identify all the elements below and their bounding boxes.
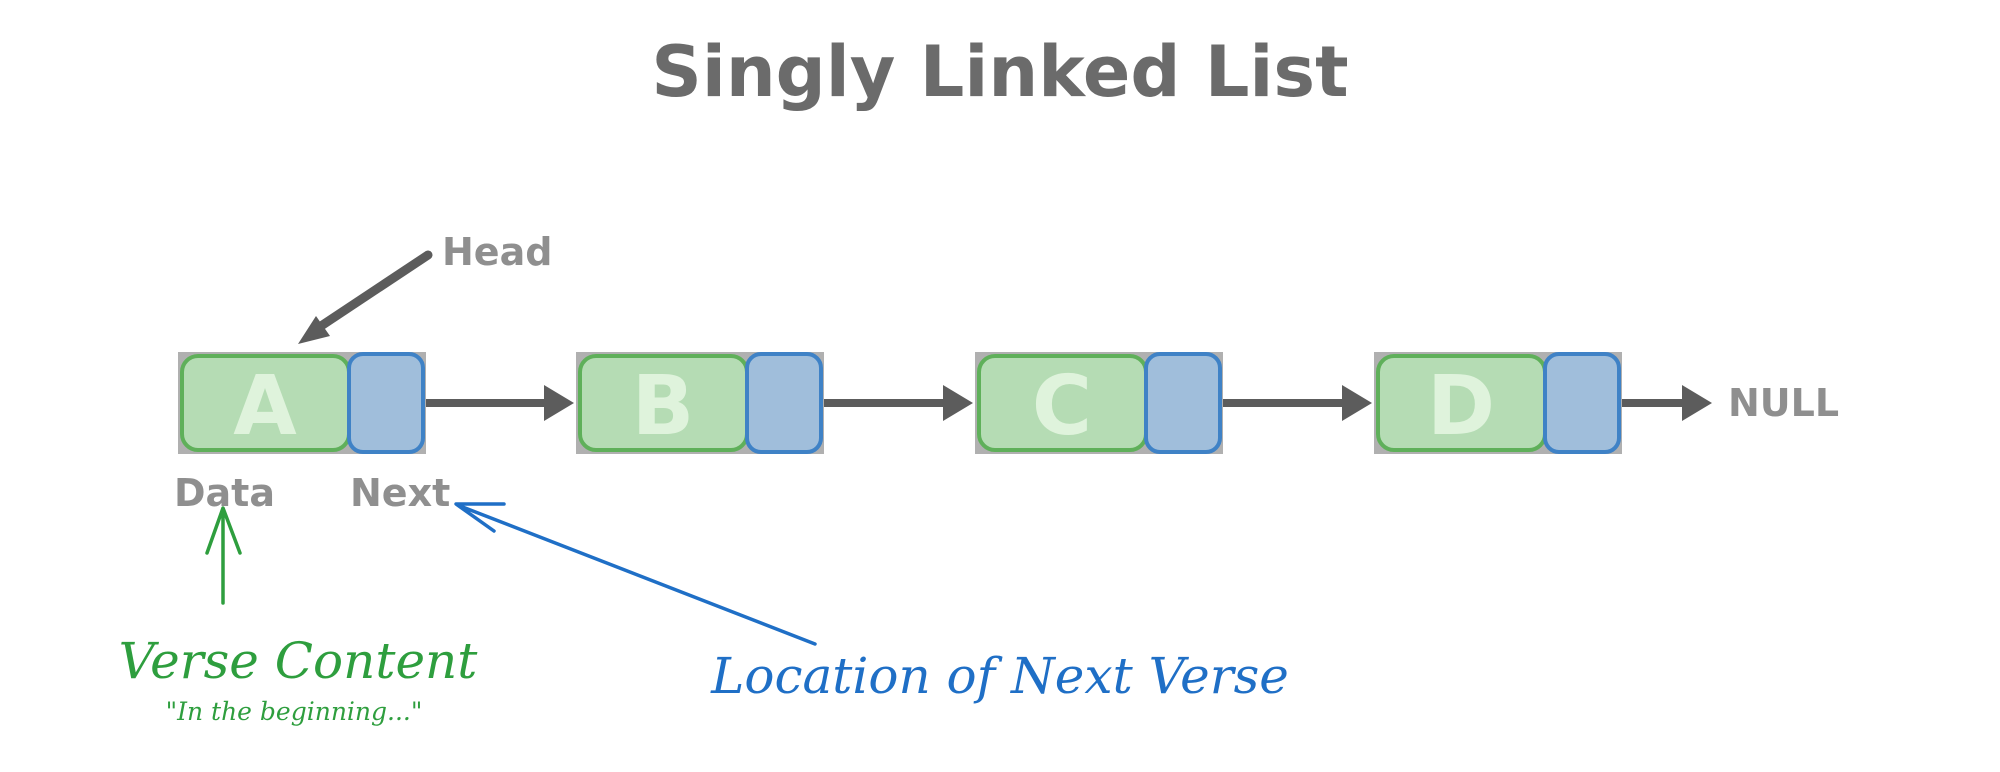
list-node: D	[1374, 352, 1622, 454]
list-node: B	[576, 352, 824, 454]
node-letter: D	[1427, 359, 1495, 454]
node-letter: B	[632, 359, 695, 454]
verse-content-arrow	[205, 506, 242, 605]
node-letter: A	[233, 359, 297, 454]
next-arrow-tip	[1682, 385, 1712, 421]
node-letter: C	[1032, 359, 1092, 454]
next-pointer-cell	[1144, 352, 1222, 454]
next-pointer-cell	[745, 352, 823, 454]
next-label: Next	[350, 471, 450, 515]
next-location-annotation: Location of Next Verse	[710, 647, 1289, 705]
head-arrow-tip	[298, 316, 330, 344]
next-location-arrow	[454, 502, 817, 646]
head-label: Head	[442, 230, 552, 274]
nodes-layer: A B C D	[178, 352, 1712, 454]
null-label: NULL	[1728, 381, 1839, 425]
next-pointer-cell	[1543, 352, 1621, 454]
verse-content-annotation: Verse Content	[119, 632, 479, 690]
verse-quote-annotation: "In the beginning..."	[166, 697, 423, 726]
next-pointer-cell	[347, 352, 425, 454]
diagram-title: Singly Linked List	[651, 31, 1348, 113]
list-node: A	[178, 352, 426, 454]
next-arrow-tip	[943, 385, 973, 421]
list-node: C	[975, 352, 1223, 454]
head-arrow	[307, 250, 433, 337]
next-arrow-tip	[544, 385, 574, 421]
next-arrow-tip	[1342, 385, 1372, 421]
